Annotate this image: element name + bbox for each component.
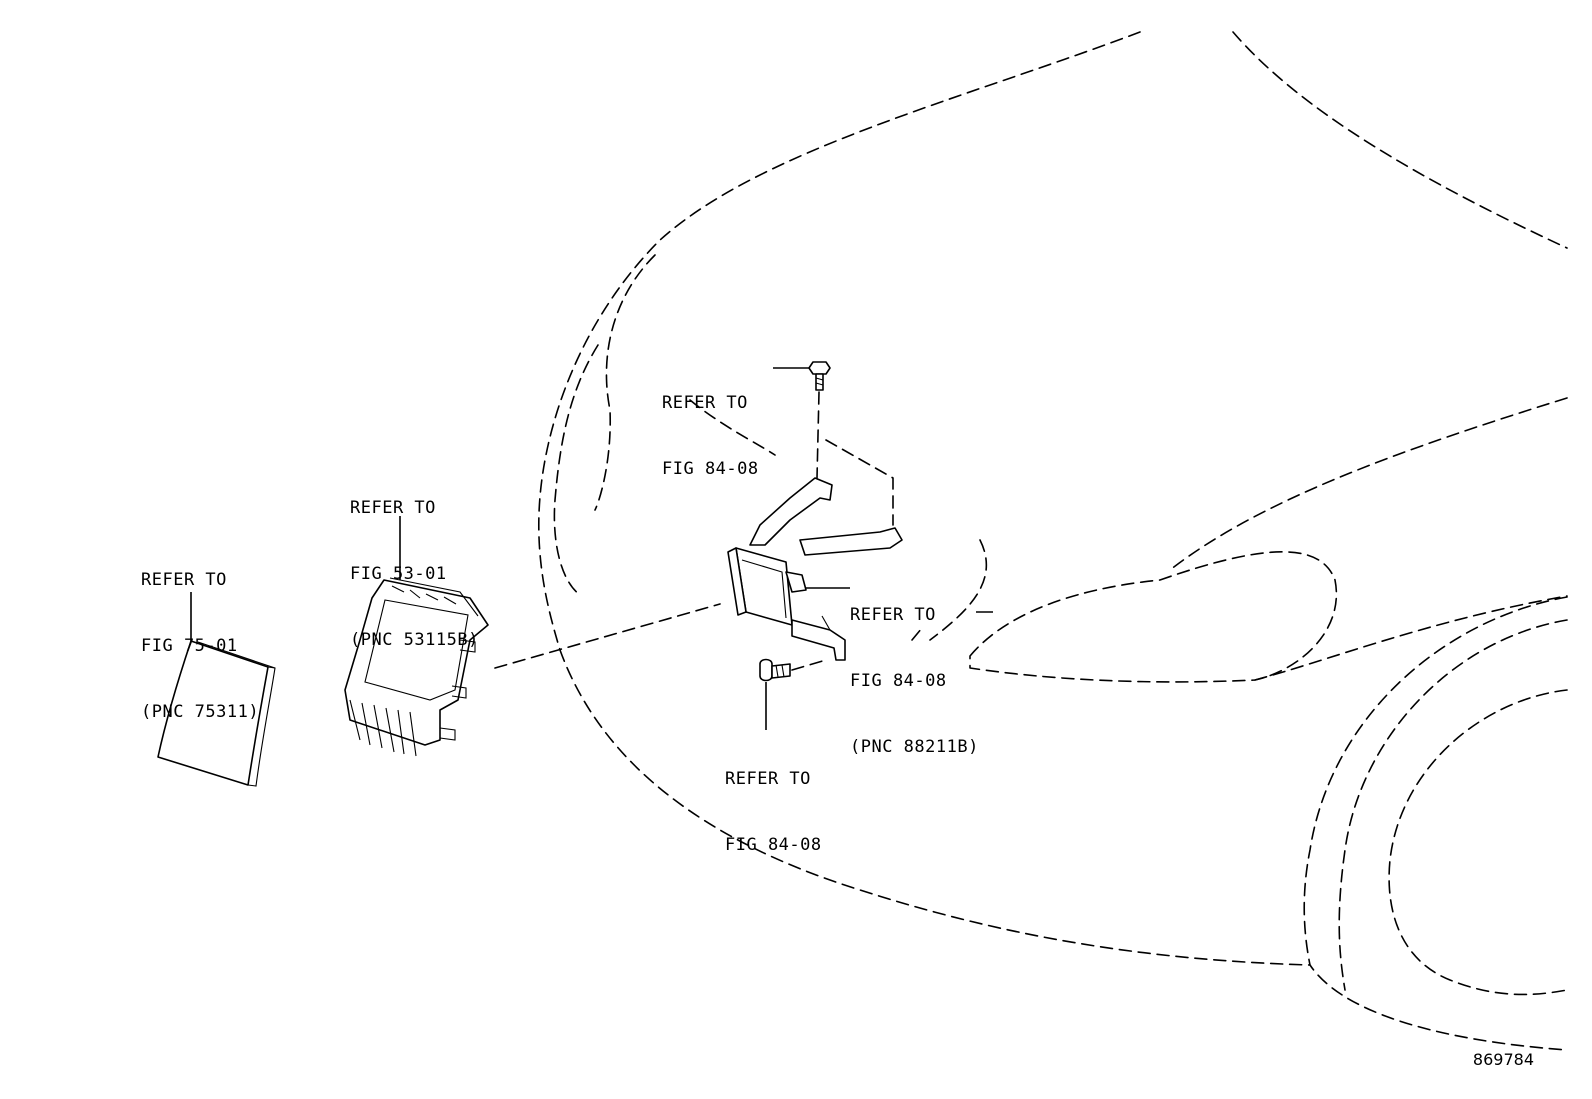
headlamp-outline: [969, 551, 1338, 683]
bracket-alignment-path: [825, 439, 894, 526]
diagram-number: 869784: [1472, 1050, 1534, 1069]
callout-emblem: REFER TO FIG 75-01 (PNC 75311): [141, 525, 259, 745]
callout-radar-sensor: REFER TO FIG 84-08 (PNC 88211B): [850, 560, 979, 780]
wheel-arch-inner: [1338, 619, 1568, 991]
callout-line: FIG 84-08: [850, 671, 947, 691]
lower-bolt-part: [759, 658, 827, 730]
callout-line: REFER TO: [662, 393, 748, 413]
callout-line: (PNC 88211B): [850, 737, 979, 757]
callout-line: FIG 53-01: [350, 564, 447, 584]
lower-bolt-install-path: [791, 659, 827, 671]
upper-bolt-install-path: [816, 391, 820, 479]
callout-line: REFER TO: [141, 570, 227, 590]
callout-radar-bolt-top: REFER TO FIG 84-08: [662, 348, 759, 502]
emblem-part: [157, 592, 276, 787]
grille-inner-edge: [553, 344, 599, 596]
grille-opening: [594, 254, 656, 511]
callout-line: REFER TO: [350, 498, 436, 518]
roof-line: [1232, 31, 1568, 249]
hood-line: [537, 31, 1141, 651]
callout-line: FIG 75-01: [141, 636, 238, 656]
fender-line: [1169, 397, 1568, 571]
callout-line: (PNC 75311): [141, 702, 260, 722]
callout-grille-bracket: REFER TO FIG 53-01 (PNC 53115B): [350, 453, 479, 673]
hood-crease: [689, 399, 776, 456]
grille-bracket-part: [344, 516, 489, 757]
fender-side-edge: [929, 539, 988, 641]
callout-line: FIG 84-08: [662, 459, 759, 479]
callout-line: REFER TO: [725, 769, 811, 789]
wheel-arch-outer: [1303, 596, 1568, 1051]
tire-outline: [1388, 689, 1568, 996]
radar-sensor-part: [727, 477, 903, 661]
callout-line: REFER TO: [850, 605, 936, 625]
callout-radar-bolt-bottom: REFER TO FIG 84-08: [725, 724, 822, 878]
nose-front-edge: [559, 649, 1311, 966]
callout-line: FIG 84-08: [725, 835, 822, 855]
headlamp-lower-trim: [1254, 595, 1568, 681]
upper-bolt-part: [773, 361, 894, 526]
vehicle-outline: [537, 31, 1568, 1051]
callout-line: (PNC 53115B): [350, 630, 479, 650]
fender-dash-mark: [911, 627, 923, 641]
bracket-to-sensor-link: [494, 603, 721, 669]
